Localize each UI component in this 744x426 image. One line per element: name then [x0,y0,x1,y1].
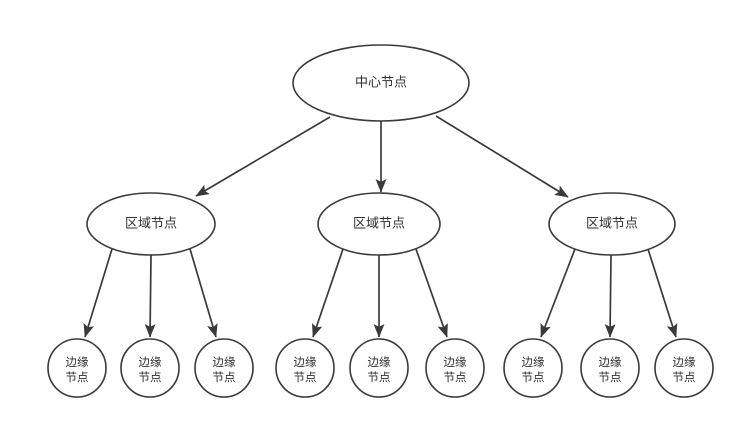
connector-region-1-to-leaf-5 [415,248,448,338]
leaf-node-label-4: 边缘节点 [368,355,391,384]
region-node-label-2: 区域节点 [586,217,638,232]
leaf-node-label-8: 边缘节点 [673,355,696,384]
root-node-label: 中心节点 [355,76,407,91]
leaf-node-shape-0[interactable] [47,338,107,398]
leaf-node-shape-7[interactable] [580,338,640,398]
connector-region-0-to-leaf-0 [83,248,113,338]
region-node-shape-0[interactable] [86,192,216,256]
leaf-node-shape-3[interactable] [275,338,335,398]
connector-root-to-region-2 [435,115,569,198]
leaf-node-shape-6[interactable] [503,338,563,398]
leaf-node-label-0: 边缘节点 [66,355,89,384]
connector-region-2-to-leaf-6 [540,248,576,338]
leaf-node-label-1: 边缘节点 [139,355,162,384]
connector-region-0-to-leaf-2 [189,248,218,338]
region-node-label-0: 区域节点 [125,217,177,232]
leaf-node-shape-2[interactable] [194,338,254,398]
connectors-layer [83,115,678,338]
connector-region-2-to-leaf-8 [647,248,678,338]
leaf-node-shape-4[interactable] [349,338,409,398]
leaf-node-shape-5[interactable] [425,338,485,398]
connector-region-0-to-leaf-1 [144,254,156,338]
root-node-shape[interactable] [292,44,470,122]
connector-region-1-to-leaf-3 [312,248,344,338]
leaf-node-label-5: 边缘节点 [444,355,467,384]
region-node-label-1: 区域节点 [353,217,405,232]
leaf-node-label-6: 边缘节点 [522,355,545,384]
leaf-node-label-3: 边缘节点 [294,355,317,384]
connector-region-2-to-leaf-7 [604,254,616,338]
connector-root-to-region-0 [195,116,331,197]
leaf-node-shape-8[interactable] [654,338,714,398]
leaf-node-shape-1[interactable] [120,338,180,398]
region-node-shape-2[interactable] [548,192,676,256]
leaf-node-label-2: 边缘节点 [213,355,236,384]
region-node-shape-1[interactable] [317,192,441,256]
leaf-node-label-7: 边缘节点 [599,355,622,384]
